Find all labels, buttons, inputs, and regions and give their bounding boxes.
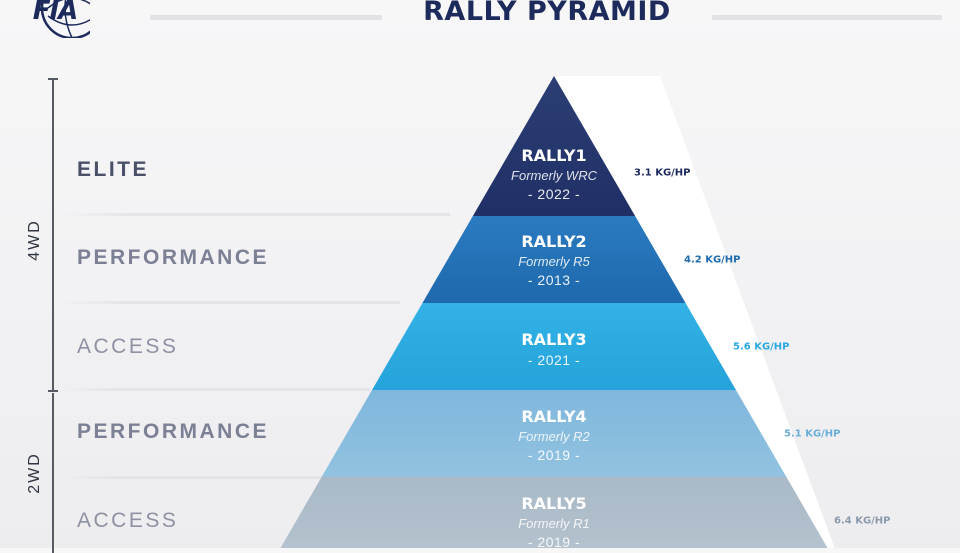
tier-separator	[60, 476, 330, 479]
band-formerly: Formerly WRC	[511, 168, 597, 183]
tier-label-elite: ELITE	[77, 158, 150, 181]
pyramid-band-rally1	[472, 76, 636, 216]
band-year: - 2019 -	[527, 447, 581, 463]
band-formerly: Formerly R2	[518, 429, 590, 444]
tier-separator	[60, 301, 400, 304]
tier-label-performance: PERFORMANCE	[77, 420, 270, 443]
tier-label-access: ACCESS	[77, 335, 179, 358]
band-year: - 2022 -	[527, 186, 581, 202]
band-name: RALLY1	[521, 146, 587, 165]
fia-logo-text: FIA	[32, 0, 79, 26]
axis-tick-middle	[48, 390, 58, 392]
power-ratio-rally3: 5.6 KG/HP	[733, 341, 790, 353]
power-ratio-rally4: 5.1 KG/HP	[784, 428, 841, 440]
band-name: RALLY2	[521, 232, 587, 251]
band-year: - 2013 -	[527, 272, 581, 288]
pyramid-band-rally3	[372, 303, 736, 390]
pyramid-band-rally4	[321, 390, 787, 477]
band-text-rally3: RALLY3 - 2021 -	[521, 330, 586, 368]
page-title: RALLY PYRAMID	[423, 0, 671, 27]
axis-line-2wd	[52, 393, 54, 553]
header-rule-right	[712, 15, 942, 20]
tier-label-access: ACCESS	[77, 509, 179, 532]
pyramid-side-face	[554, 76, 835, 548]
band-name: RALLY5	[521, 494, 587, 513]
band-formerly: Formerly R5	[518, 254, 590, 269]
fia-globe-icon	[40, 0, 90, 38]
tier-separator	[60, 388, 370, 391]
axis-line-4wd	[52, 79, 54, 391]
band-name: RALLY3	[521, 330, 587, 349]
power-ratio-rally1: 3.1 KG/HP	[634, 167, 691, 179]
pyramid-band-rally5	[280, 477, 828, 548]
band-formerly: Formerly R1	[518, 516, 590, 531]
pyramid-band-rally2	[422, 216, 686, 303]
band-year: - 2019 -	[527, 534, 581, 550]
header-rule-left	[150, 15, 382, 20]
tier-separator	[60, 213, 450, 216]
band-name: RALLY4	[521, 407, 587, 426]
power-ratio-rally5: 6.4 KG/HP	[834, 515, 891, 527]
band-year: - 2021 -	[527, 352, 581, 368]
tier-label-performance: PERFORMANCE	[77, 246, 270, 269]
power-ratio-rally2: 4.2 KG/HP	[684, 254, 741, 266]
